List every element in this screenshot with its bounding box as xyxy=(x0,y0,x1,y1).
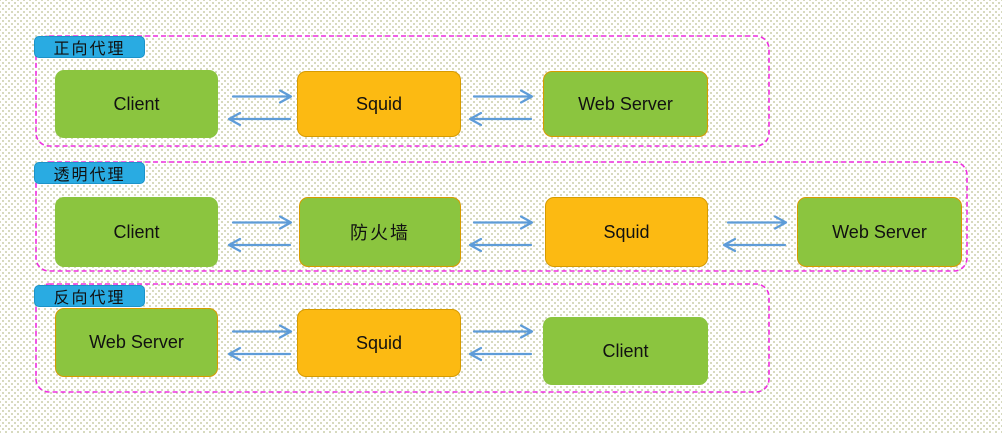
section-frame-reverse-proxy xyxy=(35,283,770,393)
node-forward-squid: Squid xyxy=(297,71,461,137)
left-arrow-icon xyxy=(468,111,533,127)
right-arrow-icon xyxy=(472,89,534,104)
left-arrow-icon xyxy=(227,237,292,253)
right-arrow-icon xyxy=(472,215,534,230)
arrow-pair xyxy=(468,215,534,253)
left-arrow-icon xyxy=(468,346,533,362)
left-arrow-icon xyxy=(722,237,787,253)
right-arrow-icon xyxy=(231,89,293,104)
node-transparent-firewall: 防火墙 xyxy=(299,197,461,267)
section-label-reverse-proxy: 反向代理 xyxy=(34,285,145,307)
node-transparent-squid: Squid xyxy=(545,197,708,267)
left-arrow-icon xyxy=(468,237,533,253)
left-arrow-icon xyxy=(227,111,292,127)
arrow-pair xyxy=(227,89,293,127)
arrow-pair xyxy=(722,215,788,253)
right-arrow-icon xyxy=(726,215,788,230)
node-forward-webserver: Web Server xyxy=(543,71,708,137)
right-arrow-icon xyxy=(231,215,293,230)
section-label-forward-proxy: 正向代理 xyxy=(34,36,145,58)
right-arrow-icon xyxy=(231,324,293,339)
arrow-pair xyxy=(468,89,534,127)
node-reverse-client: Client xyxy=(543,317,708,385)
node-reverse-webserver: Web Server xyxy=(55,308,218,377)
node-reverse-squid: Squid xyxy=(297,309,461,377)
section-frame-transparent-proxy xyxy=(35,161,968,272)
arrow-pair xyxy=(227,215,293,253)
arrow-pair xyxy=(468,324,534,362)
section-label-transparent-proxy: 透明代理 xyxy=(34,162,145,184)
node-transparent-client: Client xyxy=(55,197,218,267)
node-transparent-webserver: Web Server xyxy=(797,197,962,267)
left-arrow-icon xyxy=(227,346,292,362)
section-frame-forward-proxy xyxy=(35,35,770,147)
node-forward-client: Client xyxy=(55,70,218,138)
arrow-pair xyxy=(227,324,293,362)
right-arrow-icon xyxy=(472,324,534,339)
